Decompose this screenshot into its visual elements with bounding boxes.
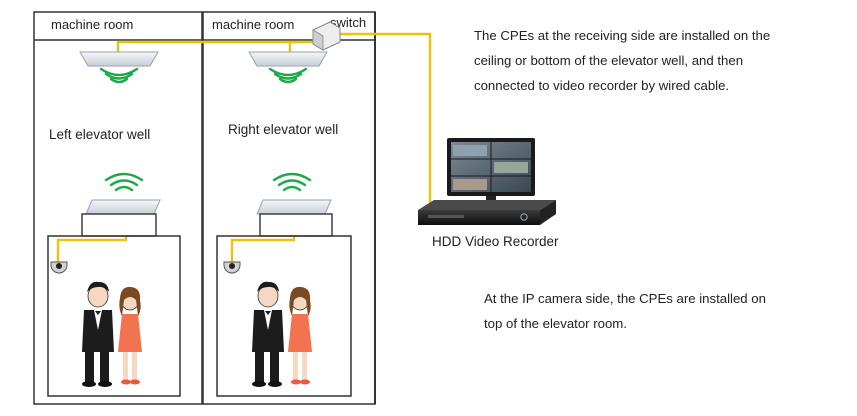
- cable-switch-to-recorder: [338, 32, 432, 206]
- couple-illustration-right: [252, 281, 312, 387]
- bride-figure: [288, 286, 312, 385]
- wifi-icon-right-bottom: [272, 172, 312, 192]
- note-line: top of the elevator room.: [484, 316, 627, 331]
- network-switch: [312, 21, 341, 51]
- recorder-box-icon: [418, 200, 556, 225]
- receiving-side-note: The CPEs at the receiving side are insta…: [474, 23, 814, 98]
- cpe-right-bottom: [256, 199, 333, 237]
- machine-room-right-label: machine room: [212, 17, 294, 32]
- monitor-icon: [447, 138, 535, 202]
- left-elevator-well-label: Left elevator well: [49, 127, 150, 142]
- left-shaft-frame: [33, 11, 203, 405]
- note-line: At the IP camera side, the CPEs are inst…: [484, 291, 766, 306]
- groom-figure: [82, 281, 114, 387]
- recorder-label: HDD Video Recorder: [432, 234, 559, 249]
- cpe-right-top: [248, 51, 328, 67]
- camera-icon-right: [223, 261, 241, 274]
- note-line: The CPEs at the receiving side are insta…: [474, 28, 771, 43]
- right-elevator-car: [216, 235, 352, 397]
- cable-left-cpe-to-switch: [116, 40, 318, 52]
- wifi-icon-left-top: [99, 67, 139, 84]
- wifi-icon-left-bottom: [104, 172, 144, 192]
- camera-side-note: At the IP camera side, the CPEs are inst…: [484, 286, 804, 336]
- building-frame: [33, 11, 376, 405]
- left-elevator-car: [47, 235, 181, 397]
- right-car-roof-bracket: [259, 213, 333, 237]
- note-line: connected to video recorder by wired cab…: [474, 78, 730, 93]
- couple-illustration-left: [82, 281, 142, 387]
- switch-label: switch: [330, 15, 366, 30]
- right-elevator-well-label: Right elevator well: [228, 122, 338, 137]
- left-car-roof-bracket: [81, 213, 157, 237]
- camera-icon-left: [50, 261, 68, 274]
- wifi-icon-right-top: [268, 67, 308, 84]
- bride-figure: [118, 286, 142, 385]
- cpe-left-bottom: [81, 199, 161, 237]
- note-line: ceiling or bottom of the elevator well, …: [474, 53, 744, 68]
- cpe-left-top: [79, 51, 159, 67]
- groom-figure: [252, 281, 284, 387]
- machine-room-left-label: machine room: [51, 17, 133, 32]
- hdd-video-recorder: [418, 138, 556, 225]
